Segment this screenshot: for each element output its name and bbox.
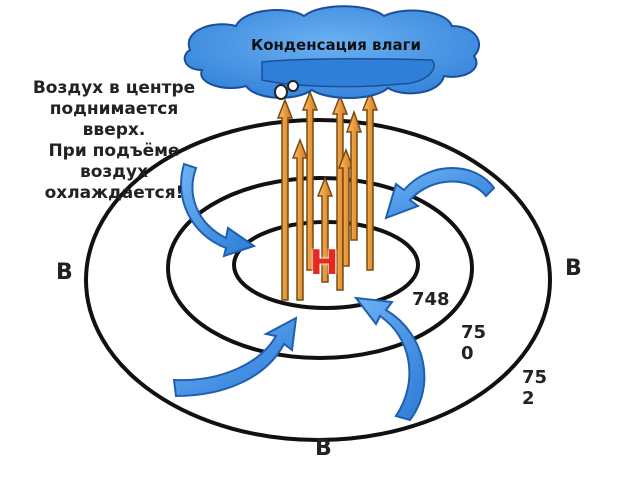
up-arrow-icon <box>301 89 319 271</box>
up-arrow-icon <box>337 147 355 267</box>
wind-arrow-lower-left-icon <box>172 316 298 398</box>
high-pressure-label-bottom: В <box>315 436 332 461</box>
water-drop-icon <box>274 80 299 100</box>
explanation-line: поднимается <box>49 99 179 119</box>
isobar-label-inner: 748 <box>412 289 450 310</box>
up-arrow-icon <box>361 89 379 271</box>
high-pressure-label-left: В <box>56 260 73 285</box>
isobar-middle <box>166 176 474 360</box>
isobar-label-outer: 75 2 <box>522 367 552 409</box>
wind-arrow-upper-left-icon <box>180 162 257 258</box>
isobar-label-middle-line: 0 <box>461 343 474 364</box>
isobar-label-outer-line: 2 <box>522 388 535 409</box>
isobar-label-outer-line: 75 <box>522 367 548 388</box>
cloud-label: Конденсация влаги <box>250 36 422 54</box>
up-arrow-icon <box>316 175 334 283</box>
explanation-line: охлаждается! <box>44 183 184 203</box>
explanation-line: При подъёме <box>48 141 180 161</box>
updraft-arrows <box>276 89 379 301</box>
up-arrow-icon <box>345 109 363 241</box>
cloud-icon <box>183 5 480 99</box>
explanation-text: Воздух в центре поднимается вверх. При п… <box>28 78 200 204</box>
isobar-label-middle: 75 0 <box>461 322 491 364</box>
wind-arrow-upper-right-icon <box>384 167 496 220</box>
low-pressure-label: Н <box>310 243 339 283</box>
explanation-line: воздух <box>79 162 149 182</box>
up-arrow-icon <box>291 137 309 301</box>
high-pressure-label-right: В <box>565 256 582 281</box>
isobar-label-middle-line: 75 <box>461 322 487 343</box>
isobar-outer <box>84 118 552 442</box>
explanation-line: вверх. <box>82 120 146 140</box>
up-arrow-icon <box>276 97 294 301</box>
wind-arrow-lower-right-icon <box>353 296 426 422</box>
explanation-line: Воздух в центре <box>32 78 196 98</box>
